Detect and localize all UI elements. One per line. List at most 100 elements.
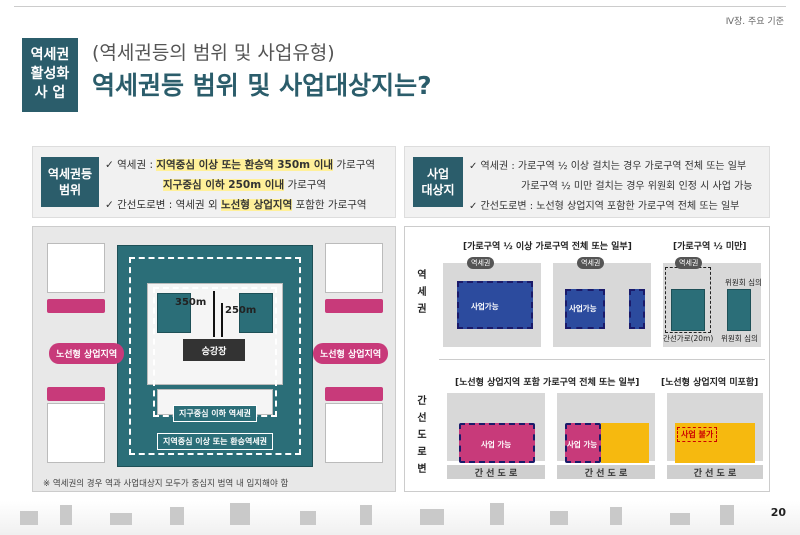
page-number: 20	[770, 506, 786, 519]
station-area-diagram: 350m 250m 승강장 노선형 상업지역 노선형 상업지역 지구중심 이하 …	[32, 226, 396, 492]
committee-review-1: 위원회 심의	[725, 278, 762, 287]
range-line-1: ✓ 역세권 : 지역중심 이상 또는 환승역 350m 이내 가로구역	[105, 157, 375, 172]
skyline-building	[550, 511, 568, 525]
outer-ring-label: 지역중심 이상 또는 환승역세권	[157, 433, 274, 450]
row-label-char: 로	[417, 447, 427, 458]
commercial-strip	[47, 299, 105, 313]
row-label-char: 권	[417, 304, 427, 315]
row-divider	[439, 359, 765, 360]
badge-line: 사 업	[34, 85, 66, 101]
commercial-strip	[325, 387, 383, 401]
station-tag: 역세권	[675, 257, 703, 269]
skyline-building	[60, 505, 72, 525]
page-subtitle: (역세권등의 범위 및 사업유형)	[92, 42, 335, 64]
skyline-building	[610, 507, 622, 525]
station-tag: 역세권	[467, 257, 495, 269]
skyline-building	[20, 511, 38, 525]
project-area	[457, 281, 533, 329]
station-label: 승강장	[201, 346, 227, 357]
page-title: 역세권등 범위 및 사업대상지는?	[92, 71, 432, 100]
radius-arrow	[221, 303, 223, 337]
header-station-partial: [가로구역 ½ 미만]	[673, 242, 747, 252]
possible-label: 사업 가능	[481, 440, 512, 449]
row-label-road: 간 선 도 로 변	[415, 393, 429, 478]
range-line-2: 지구중심 이하 250m 이내 가로구역	[163, 177, 326, 192]
review-area	[727, 289, 751, 331]
commercial-label-right: 노선형 상업지역	[313, 343, 389, 364]
range-text: ✓ 간선도로변 :	[105, 199, 173, 211]
non-commercial-area	[601, 423, 649, 463]
station-tag: 역세권	[577, 257, 605, 269]
row-label-char: 역	[417, 270, 427, 281]
target-label-line: 대상지	[421, 183, 455, 197]
project-area	[565, 289, 605, 329]
target-line-3: ✓ 간선도로변 : 노선형 상업지역 포함한 가로구역 전체 또는 일부	[469, 201, 740, 212]
skyline-building	[110, 513, 132, 525]
range-label-line: 범위	[58, 183, 82, 197]
range-text: 역세권 외	[172, 199, 221, 211]
review-area	[671, 289, 705, 331]
skyline-building	[360, 505, 372, 525]
skyline-building	[300, 511, 316, 525]
building-block	[325, 243, 383, 293]
station-box: 승강장	[183, 339, 245, 361]
possible-label: 사업가능	[569, 304, 597, 313]
building-block	[325, 403, 383, 463]
footer-skyline	[0, 501, 800, 535]
row-label-station: 역 세 권	[415, 267, 429, 318]
row-label-char: 선	[417, 413, 427, 424]
skyline-building	[170, 507, 184, 525]
range-label-line: 역세권등	[47, 167, 93, 181]
commercial-label-left: 노선형 상업지역	[49, 343, 125, 364]
target-diagram: 역 세 권 간 선 도 로 변 [가로구역 ½ 이상 가로구역 전체 또는 일부…	[404, 226, 770, 492]
range-text: 가로구역	[333, 159, 376, 171]
main-road: 간 선 도 로	[667, 465, 763, 479]
impossible-text: 사업 불가	[681, 430, 714, 439]
row-label-char: 변	[417, 464, 427, 475]
range-box: 역세권등 범위 ✓ 역세권 : 지역중심 이상 또는 환승역 350m 이내 가…	[32, 146, 396, 218]
road-20m-label: 간선가로(20m)	[663, 334, 714, 343]
building-block	[47, 243, 105, 293]
chapter-label: Ⅳ장. 주요 기준	[725, 17, 784, 27]
building-block	[47, 403, 105, 463]
section-badge: 역세권 활성화 사 업	[22, 38, 78, 112]
row-label-char: 세	[417, 287, 427, 298]
target-line-1: ✓ 역세권 : 가로구역 ½ 이상 걸치는 경우 가로구역 전체 또는 일부	[469, 161, 747, 172]
m250-label: 250m	[225, 305, 257, 316]
commercial-strip	[47, 387, 105, 401]
range-highlight: 지역중심 이상 또는 환승역 350m 이내	[156, 159, 334, 171]
footnote: ※ 역세권의 경우 역과 사업대상지 모두가 중심지 범역 내 입지해야 함	[43, 479, 289, 489]
range-line-3: ✓ 간선도로변 : 역세권 외 노선형 상업지역 포함한 가로구역	[105, 197, 367, 212]
skyline-building	[720, 505, 734, 525]
commercial-area	[565, 423, 601, 463]
target-box: 사업 대상지 ✓ 역세권 : 가로구역 ½ 이상 걸치는 경우 가로구역 전체 …	[404, 146, 770, 218]
range-highlight: 노선형 상업지역	[220, 199, 293, 211]
range-label: 역세권등 범위	[41, 157, 99, 207]
radius-arrow	[213, 291, 215, 337]
skyline-building	[230, 503, 250, 525]
impossible-label: 사업 불가	[677, 427, 718, 442]
outer-ring	[129, 257, 301, 455]
badge-line: 활성화	[30, 66, 70, 82]
inner-block	[239, 293, 273, 333]
main-road: 간 선 도 로	[557, 465, 655, 479]
row-label-char: 간	[417, 396, 427, 407]
possible-label: 사업가능	[471, 302, 499, 311]
range-text: 포함한 가로구역	[292, 199, 367, 211]
project-area	[629, 289, 645, 329]
inner-block	[157, 293, 191, 333]
station-boundary	[665, 267, 711, 333]
m350-label: 350m	[175, 297, 207, 308]
committee-review-2: 위원회 심의	[721, 334, 758, 343]
header-station-full: [가로구역 ½ 이상 가로구역 전체 또는 일부]	[463, 242, 632, 252]
commercial-area	[459, 423, 535, 463]
skyline-building	[420, 509, 444, 525]
inner-ring-label: 지구중심 이하 역세권	[173, 405, 257, 422]
row-label-char: 도	[417, 430, 427, 441]
top-divider	[14, 6, 786, 7]
header-road-full: [노선형 상업지역 포함 가로구역 전체 또는 일부]	[455, 378, 640, 388]
possible-label: 사업 가능	[567, 440, 598, 449]
main-road: 간 선 도 로	[447, 465, 545, 479]
target-label-line: 사업	[426, 167, 450, 181]
range-text: 가로구역	[284, 179, 327, 191]
